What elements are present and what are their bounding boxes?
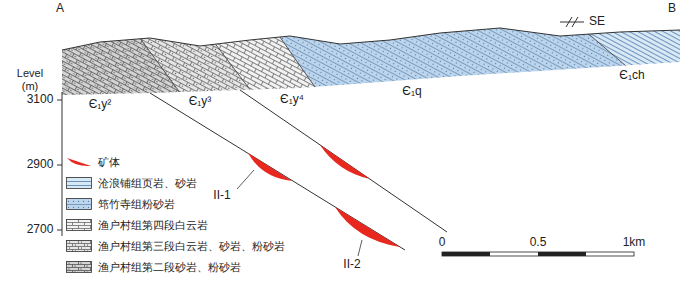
ore-body [335,207,400,247]
level-axis [57,92,62,236]
elevation-tick: 3100 [27,93,54,107]
formation-code: Є₁q [402,85,421,99]
formation-code: Є₁y² [89,98,112,112]
section-end: B [668,2,676,16]
stratum-ch [549,0,700,120]
legend-swatch [66,261,92,273]
legend-text: 矿体 [98,156,120,169]
elevation-tick: 2700 [27,223,54,237]
ore-body-id: II-1 [213,189,230,203]
legend-swatch [66,240,92,252]
section-end: A [56,2,64,16]
elevation-tick: 2900 [27,158,54,172]
legend-text: 渔户村组第三段白云岩、砂岩、粉砂岩 [98,240,285,253]
formation-code: Є₁y⁴ [280,93,304,107]
legend-swatch [66,177,92,189]
ore-body [320,145,370,179]
topography [62,28,680,50]
formation-code: Є₁y³ [189,95,212,109]
legend-text: 渔户村组第二段砂岩、粉砂岩 [98,261,241,274]
legend-swatch [66,219,92,231]
legend-swatch [66,156,92,168]
strike-symbol [560,17,584,27]
leader-line [358,240,362,256]
scale-bar [442,252,634,256]
formation-code: Є₁ch [619,69,644,83]
legend-text: 沧浪铺组页岩、砂岩 [98,177,197,190]
ore-body [248,153,292,181]
strike-direction: SE [589,15,605,29]
axis-title: Level (m) [13,67,47,92]
legend-text: 渔户村组第四段白云岩 [98,219,208,232]
legend-text: 筇竹寺组粉砂岩 [98,198,175,211]
scale-number: 0 [439,236,446,250]
leader-line [237,170,254,189]
scale-number: 0.5 [530,236,547,250]
ore-body-id: II-2 [343,258,360,272]
contact-line [240,90,447,232]
legend-swatch [66,198,92,210]
scale-number: 1km [623,236,646,250]
strata [0,0,700,120]
